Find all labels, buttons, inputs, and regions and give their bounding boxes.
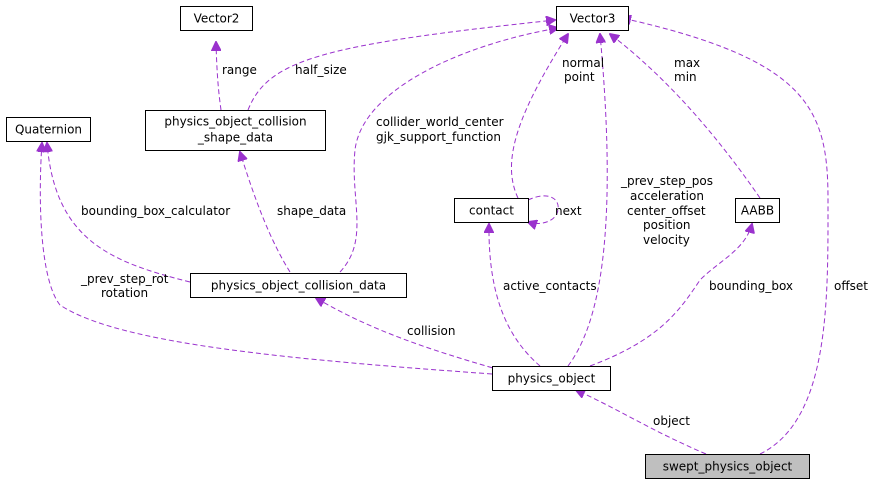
edge-next [528, 195, 559, 224]
node-physics-object-collision-data[interactable]: physics_object_collision_data [190, 273, 407, 298]
node-vector2[interactable]: Vector2 [180, 6, 253, 31]
edge-object [576, 390, 707, 455]
svg-text:Vector3: Vector3 [570, 12, 616, 26]
svg-text:contact: contact [469, 204, 514, 218]
label-bounding-box-calculator: bounding_box_calculator [81, 204, 230, 218]
label-normal: normal [562, 56, 604, 70]
label-center-offset: center_offset [627, 204, 706, 218]
label-point: point [564, 70, 595, 84]
label-prev-step-pos: _prev_step_pos [620, 174, 713, 188]
node-vector3[interactable]: Vector3 [556, 6, 629, 31]
edge-half-size [247, 20, 555, 111]
edge-bounding-box [589, 224, 752, 367]
label-shape-data: shape_data [277, 204, 346, 218]
label-bounding-box: bounding_box [709, 279, 793, 293]
label-velocity: velocity [643, 233, 690, 247]
node-swept-physics-object[interactable]: swept_physics_object [645, 454, 810, 479]
label-position: position [643, 218, 691, 232]
svg-text:physics_object_collision: physics_object_collision [164, 115, 306, 129]
edge-shape-data [240, 152, 291, 273]
edge-prev-step-pos [567, 34, 608, 367]
label-max: max [674, 56, 700, 70]
label-offset: offset [834, 279, 868, 293]
edge-collision [316, 298, 501, 371]
label-gjk-support-function: gjk_support_function [376, 130, 501, 144]
label-range: range [222, 63, 257, 77]
edge-max-min [610, 34, 761, 199]
node-quaternion[interactable]: Quaternion [6, 117, 91, 142]
svg-text:Quaternion: Quaternion [15, 123, 82, 137]
svg-text:Vector2: Vector2 [194, 12, 240, 26]
svg-text:swept_physics_object: swept_physics_object [663, 460, 793, 474]
node-physics-object[interactable]: physics_object [492, 366, 611, 391]
label-acceleration: acceleration [630, 189, 704, 203]
label-object: object [653, 414, 690, 428]
edge-prev-step-rot [40, 143, 493, 375]
svg-text:AABB: AABB [741, 204, 774, 218]
label-rotation: rotation [101, 286, 148, 300]
label-collision: collision [407, 324, 455, 338]
edge-normal-point [511, 34, 568, 199]
edge-bounding-box-calculator [47, 143, 191, 283]
svg-text:physics_object_collision_data: physics_object_collision_data [211, 279, 386, 293]
label-collider-world-center: collider_world_center [376, 115, 504, 129]
node-contact[interactable]: contact [454, 198, 529, 223]
label-prev-step-rot: _prev_step_rot [80, 272, 169, 286]
label-next: next [555, 204, 582, 218]
edge-collider-world-center [339, 28, 558, 273]
svg-text:physics_object: physics_object [508, 372, 596, 386]
edge-active-contacts [489, 224, 541, 367]
node-physics-object-collision-shape-data[interactable]: physics_object_collision _shape_data [145, 110, 326, 151]
node-aabb[interactable]: AABB [735, 198, 780, 223]
edge-offset [622, 18, 829, 455]
label-active-contacts: active_contacts [503, 279, 597, 293]
label-min: min [674, 70, 697, 84]
label-half-size: half_size [295, 63, 347, 77]
edge-range [216, 42, 222, 111]
svg-text:_shape_data: _shape_data [197, 131, 273, 145]
